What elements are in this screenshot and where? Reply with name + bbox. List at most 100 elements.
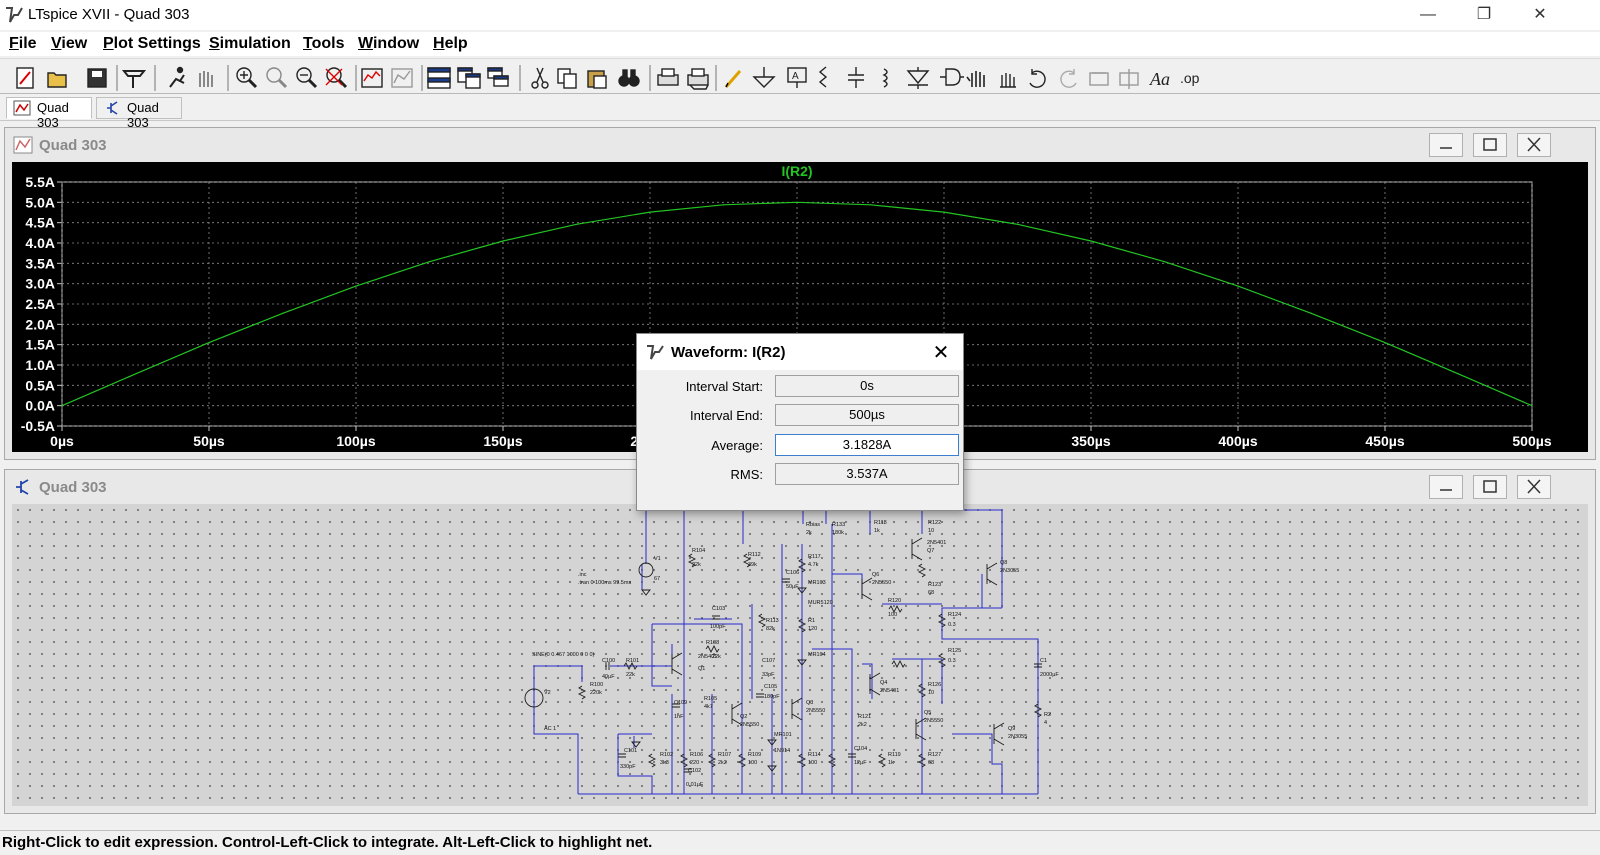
x-tick-label: 500µs [1512,433,1551,449]
menu-simulation-label: imulation [219,35,291,52]
rotate-icon[interactable] [1089,72,1109,86]
plot-maximize-button[interactable] [1473,133,1507,157]
tile-horizontal-icon[interactable] [427,67,451,89]
zoom-in-icon[interactable] [236,67,258,89]
save-icon[interactable] [87,68,107,88]
label-c104-val: 12µF [854,760,867,766]
wire-icon[interactable] [724,70,742,88]
data-point [649,211,651,213]
label-r118-val: 1k [874,528,880,534]
menu-simulation[interactable]: Simulation [209,35,291,53]
y-tick-label: 0.5A [25,377,55,393]
label-c100-val: 40µF [602,674,615,680]
label-c103-val: 100pF [710,624,726,630]
waveform-chart[interactable]: 5.5A5.0A4.5A4.0A3.5A3.0A2.5A2.0A1.5A1.0A… [12,162,1588,452]
menu-plot-settings[interactable]: Plot Settings [103,35,201,53]
data-point [1237,285,1239,287]
ground-icon[interactable] [752,67,776,88]
print-icon[interactable] [687,68,709,90]
copy-icon[interactable] [557,68,577,89]
x-tick-label: 100µs [336,433,375,449]
label-net-icon[interactable]: A [787,67,807,88]
label-r101: R101 [626,658,639,664]
capacitor-icon[interactable] [848,67,864,88]
resistor-icon[interactable] [818,66,828,88]
label-r122: R122 [928,520,941,526]
label-c105: C105 [764,684,777,690]
interval-end-field[interactable]: 500µs [775,404,959,426]
zoom-out-icon[interactable] [296,67,318,89]
y-tick-label: 2.5A [25,296,55,312]
label-c101: C101 [624,748,637,754]
spice-directive-icon[interactable]: .op [1180,70,1200,86]
data-point [355,285,357,287]
y-tick-label: 4.5A [25,215,55,231]
find-icon[interactable] [618,69,640,87]
label-r126-val: 10 [928,690,934,696]
menu-help-label: elp [444,35,468,52]
schematic-close-button[interactable] [1517,475,1551,499]
schematic-minimize-button[interactable] [1429,475,1463,499]
schematic-canvas[interactable]: V1 67 V2 AC 1 .inc .tran 0 100ms 99.5ms … [12,504,1588,806]
menu-window[interactable]: Window [358,35,419,53]
menu-view[interactable]: View [51,35,87,53]
toolbar-icons: A Aa .op [16,65,1200,91]
print-preview-icon[interactable] [657,68,679,86]
inductor-icon[interactable] [882,68,888,88]
mirror-icon[interactable] [1119,69,1139,89]
plot-minimize-button[interactable] [1429,133,1463,157]
close-button[interactable]: ✕ [1533,6,1547,23]
label-r125: R125 [948,648,961,654]
menu-tools[interactable]: Tools [303,35,344,53]
new-schematic-icon[interactable] [16,67,34,89]
redo-icon[interactable] [1060,69,1077,88]
halt-icon[interactable] [199,71,213,87]
menu-view-accel: V [51,35,62,52]
minimize-button[interactable]: — [1420,6,1436,23]
drag-icon[interactable] [1000,73,1016,88]
label-tran: .tran 0 100ms 99.5ms [578,580,631,586]
dialog-close-button[interactable]: ✕ [932,342,950,364]
component-icon[interactable] [940,68,964,86]
paste-icon[interactable] [587,70,607,89]
data-point [869,204,872,206]
label-c109-val: 1nF [674,714,684,720]
schematic-drawing[interactable]: V1 67 V2 AC 1 .inc .tran 0 100ms 99.5ms … [12,504,1588,806]
maximize-button[interactable]: ❐ [1476,6,1492,23]
plot-settings-icon[interactable] [391,68,413,88]
label-r113: R113 [766,618,779,624]
interval-start-field[interactable]: 0s [775,375,959,397]
text-icon[interactable]: Aa [1149,69,1170,89]
tab-plot[interactable]: Quad 303 [6,97,92,130]
menu-help[interactable]: Help [433,35,468,53]
average-field[interactable]: 3.1828A [775,434,959,456]
plot-close-button[interactable] [1517,133,1551,157]
menu-file[interactable]: File [9,35,37,53]
open-icon[interactable] [47,72,67,88]
menu-bar: File View Plot Settings Simulation Tools… [0,32,1600,56]
label-r120: R120 [888,598,901,604]
rms-field[interactable]: 3.537A [775,463,959,485]
schematic-icon [16,479,29,495]
label-c1: C1 [1040,658,1047,664]
zoom-fit-icon[interactable] [325,67,348,89]
control-panel-icon[interactable] [121,70,147,88]
undo-icon[interactable] [1029,69,1046,88]
autorange-icon[interactable] [361,68,383,88]
diode-icon[interactable] [906,67,930,89]
label-r2-val: 4 [1044,720,1047,726]
zoom-pan-icon[interactable] [266,67,288,89]
label-r123: R123 [928,582,941,588]
tile-vertical-icon[interactable] [457,67,481,89]
schematic-maximize-button[interactable] [1473,475,1507,499]
tab-schematic[interactable]: Quad 303 [96,97,182,130]
data-point [796,201,798,203]
label-r102-val: 3k3 [660,760,669,766]
run-icon[interactable] [169,66,185,88]
label-v1-val: 67 [654,576,660,582]
cascade-icon[interactable] [487,67,509,87]
cut-icon[interactable] [531,67,549,89]
trace-label[interactable]: I(R2) [781,163,812,179]
label-r124-val: 0.3 [948,622,956,628]
move-icon[interactable] [966,71,985,87]
